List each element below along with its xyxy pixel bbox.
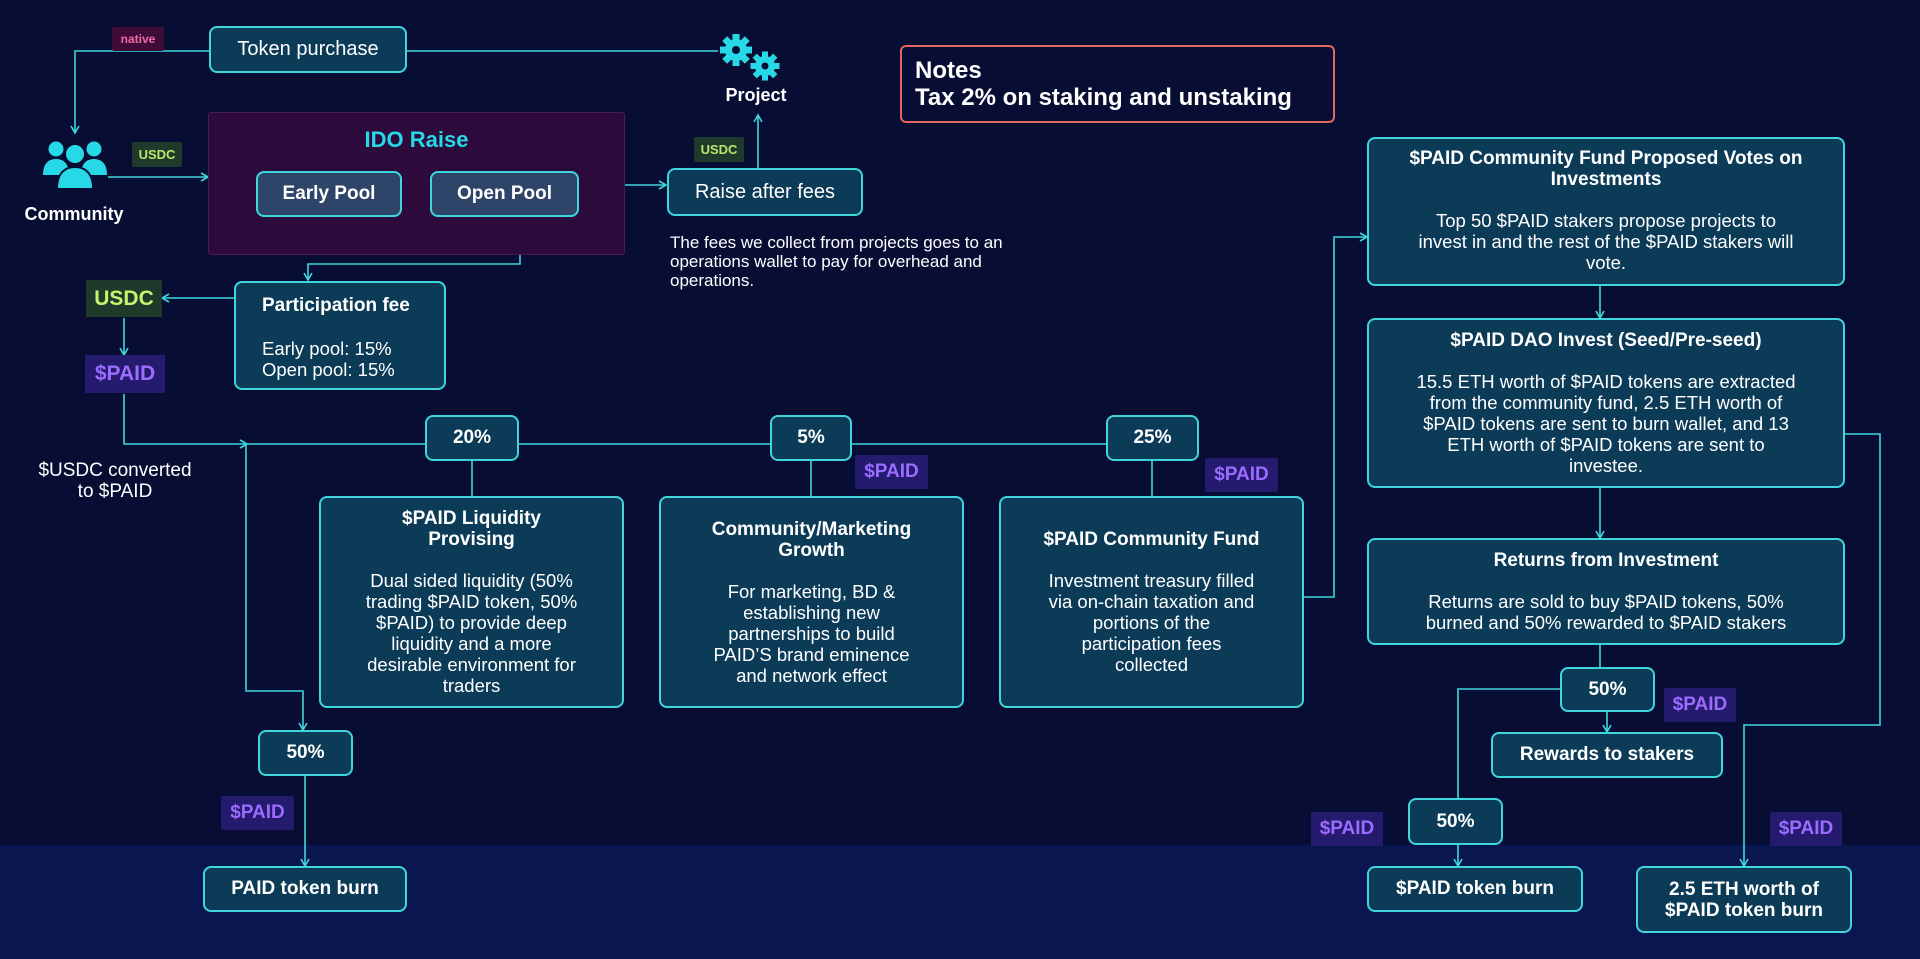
participation-fee-open: Open pool: 15% (262, 359, 395, 380)
paid-token-burn-left: PAID token burn (203, 866, 407, 912)
paid-label: $PAID (85, 355, 165, 393)
notes-box: Notes Tax 2% on staking and unstaking (900, 45, 1335, 123)
notes-title: Notes (915, 57, 982, 84)
rewards-to-stakers-box: Rewards to stakers (1491, 732, 1723, 778)
gears-icon (720, 34, 780, 81)
early-pool-box: Early Pool (256, 171, 402, 217)
participation-fee-title: Participation fee (262, 295, 410, 316)
split-20-percent: 20% (425, 415, 519, 461)
paid-tag-fund: $PAID (1205, 458, 1278, 492)
returns-card: Returns from Investment Returns are sold… (1367, 538, 1845, 645)
native-tag: native (112, 27, 164, 51)
participation-fee-box: Participation fee Early pool: 15% Open p… (234, 281, 446, 390)
ido-raise-title: IDO Raise (364, 127, 469, 152)
notes-text: Tax 2% on staking and unstaking (915, 84, 1292, 111)
paid-tag-rewards: $PAID (1664, 688, 1736, 722)
split-5-percent: 5% (770, 415, 852, 461)
split-50-percent-burn: 50% (1408, 798, 1503, 845)
paid-token-burn-right: $PAID token burn (1367, 866, 1583, 912)
people-group-icon (43, 141, 107, 190)
open-pool-box: Open Pool (430, 171, 579, 217)
paid-tag-left-burn: $PAID (221, 796, 294, 830)
token-purchase-box: Token purchase (209, 26, 407, 73)
paid-tag-eth-burn: $PAID (1770, 812, 1842, 846)
split-50-percent-left: 50% (258, 730, 353, 776)
participation-fee-early: Early pool: 15% (262, 338, 392, 359)
split-25-percent: 25% (1106, 415, 1199, 461)
fees-note: The fees we collect from projects goes t… (670, 233, 1003, 290)
raise-after-fees-box: Raise after fees (667, 168, 863, 216)
split-50-percent-right: 50% (1560, 667, 1655, 712)
eth-token-burn-box: 2.5 ETH worth of$PAID token burn (1636, 866, 1852, 933)
project-label: Project (725, 85, 787, 105)
paid-tag-right-burn: $PAID (1311, 812, 1383, 846)
paid-tag-marketing: $PAID (855, 455, 928, 489)
usdc-tag-left: USDC (132, 142, 182, 167)
dao-invest-card: $PAID DAO Invest (Seed/Pre-seed) 15.5 ET… (1367, 318, 1845, 488)
community-label: Community (24, 204, 124, 224)
usdc-tag-right: USDC (694, 137, 744, 162)
community-fund-card: $PAID Community Fund Investment treasury… (999, 496, 1304, 708)
usdc-label: USDC (86, 280, 162, 317)
